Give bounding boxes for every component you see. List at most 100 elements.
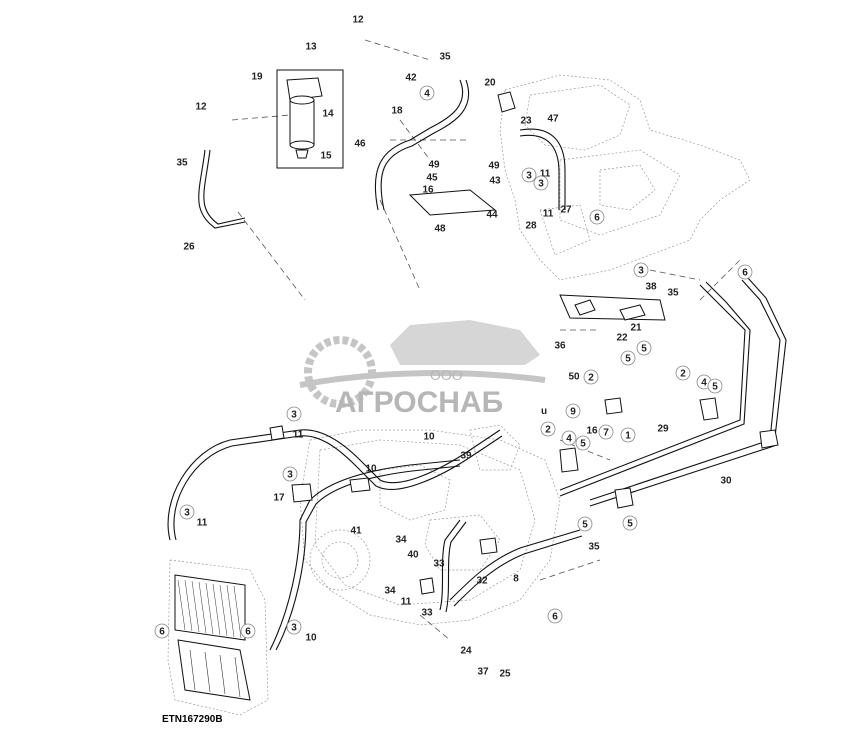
callout-37: 37 <box>477 667 489 678</box>
callout-18: 18 <box>391 106 403 117</box>
callout-number: 6 <box>245 627 251 638</box>
callout-number: 34 <box>395 535 407 546</box>
callout-6: 6 <box>547 608 563 624</box>
callout-number: 3 <box>291 410 297 421</box>
callout-6: 6 <box>589 209 605 225</box>
callout-number: 3 <box>287 470 293 481</box>
callout-number: 16 <box>586 426 598 437</box>
callout-number: 11 <box>293 430 304 441</box>
callout-number: 48 <box>434 224 446 235</box>
callout-43: 43 <box>489 176 501 187</box>
callout-circle <box>547 608 563 624</box>
callout-number: 2 <box>588 373 594 384</box>
callout-11: 11 <box>540 169 551 180</box>
callout-6: 6 <box>154 623 170 639</box>
callout-8: 8 <box>513 574 519 585</box>
callout-11: 11 <box>293 430 304 441</box>
callout-number: 46 <box>354 139 366 150</box>
callout-circle <box>419 85 435 101</box>
callout-11: 11 <box>543 209 554 220</box>
callout-3: 3 <box>286 619 302 635</box>
callout-circle <box>575 435 591 451</box>
callout-number: 29 <box>657 424 669 435</box>
callout-number: 3 <box>184 508 190 519</box>
fuel-lines <box>167 79 787 651</box>
callout-circle <box>154 623 170 639</box>
callout-number: 14 <box>322 109 334 120</box>
callout-circle <box>583 369 599 385</box>
callout-circle <box>620 350 636 366</box>
callout-21: 21 <box>630 323 642 334</box>
callout-15: 15 <box>320 151 332 162</box>
callout-number: 42 <box>405 73 417 84</box>
callout-number: 22 <box>616 333 628 344</box>
callout-circle <box>598 424 614 440</box>
callout-number: 12 <box>352 15 364 26</box>
callout-7: 7 <box>598 424 614 440</box>
callout-number: 40 <box>407 550 419 561</box>
fuel-filter-assembly <box>276 69 344 169</box>
callout-number: 28 <box>525 221 537 232</box>
callout-number: 49 <box>488 161 500 172</box>
callout-circle <box>521 167 537 183</box>
callout-number: 10 <box>365 464 377 475</box>
callout-5: 5 <box>622 515 638 531</box>
diagram-reference-code: ETN167290B <box>162 714 223 725</box>
brackets-and-clamps <box>269 91 779 595</box>
callout-3: 3 <box>179 504 195 520</box>
callout-36: 36 <box>554 341 566 352</box>
callout-number: 41 <box>350 526 362 537</box>
callout-number: 5 <box>627 519 633 530</box>
callout-number: 35 <box>667 288 679 299</box>
callout-6: 6 <box>240 623 256 639</box>
callout-26: 26 <box>183 242 195 253</box>
callout-number: 37 <box>477 667 489 678</box>
callout-12: 12 <box>195 102 207 113</box>
callout-number: 2 <box>545 425 551 436</box>
callout-number: 11 <box>540 169 551 180</box>
callout-3: 3 <box>533 175 549 191</box>
callout-27: 27 <box>560 205 572 216</box>
callout-10: 10 <box>423 432 435 443</box>
callout-circle <box>577 516 593 532</box>
callout-4: 4 <box>419 85 435 101</box>
callout-number: 7 <box>603 428 609 439</box>
callout-circle <box>620 427 636 443</box>
callout-2: 2 <box>675 365 691 381</box>
callout-number: 13 <box>305 42 317 53</box>
callout-number: 11 <box>197 518 208 529</box>
callout-number: 11 <box>543 209 554 220</box>
callout-number: 11 <box>401 597 412 608</box>
callout-48: 48 <box>434 224 446 235</box>
callout-circle <box>286 406 302 422</box>
callout-number: 20 <box>484 78 496 89</box>
callout-number: 5 <box>580 439 586 450</box>
callout-49: 49 <box>428 160 440 171</box>
callout-number: 4 <box>424 89 430 100</box>
callout-5: 5 <box>636 340 652 356</box>
callout-number: 6 <box>742 268 748 279</box>
callout-5: 5 <box>620 350 636 366</box>
callout-30: 30 <box>720 476 732 487</box>
callout-circle <box>707 378 723 394</box>
callout-number: 49 <box>428 160 440 171</box>
callout-28: 28 <box>525 221 537 232</box>
callout-circle <box>636 340 652 356</box>
callout-number: 35 <box>588 542 600 553</box>
callout-23: 23 <box>520 116 532 127</box>
callout-number: 33 <box>421 608 433 619</box>
callout-number: 3 <box>638 266 644 277</box>
callout-number: 2 <box>680 369 686 380</box>
callout-46: 46 <box>354 139 366 150</box>
watermark-logo: ООО АГРОСНАБ u <box>299 320 547 419</box>
callout-circle <box>565 403 581 419</box>
callout-circle <box>633 262 649 278</box>
callout-number: 12 <box>195 102 207 113</box>
callout-29: 29 <box>657 424 669 435</box>
callout-17: 17 <box>273 493 285 504</box>
callout-number: 36 <box>554 341 566 352</box>
callout-number: 3 <box>526 171 532 182</box>
callout-number: 15 <box>320 151 332 162</box>
